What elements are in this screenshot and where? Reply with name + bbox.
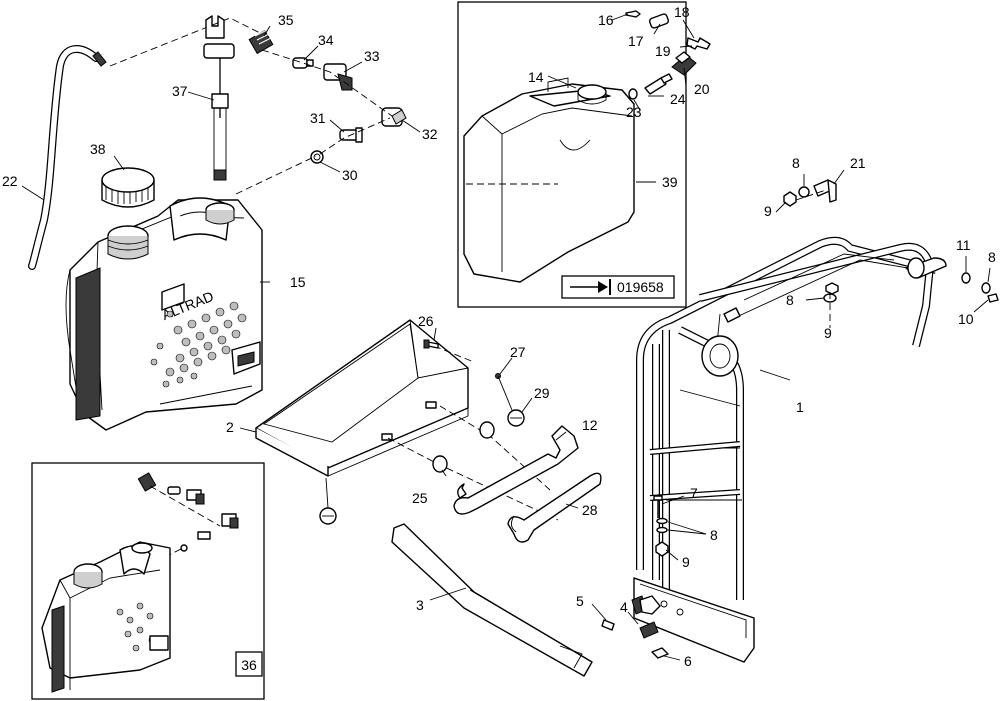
screw-26 (423, 339, 439, 349)
washers-8-lower (656, 517, 668, 534)
inset-36-box: 36 (31, 462, 265, 700)
fitting-17 (648, 13, 670, 29)
level-gauge-37 (203, 15, 235, 181)
callout-1: 1 (796, 399, 804, 415)
callout-29: 29 (534, 385, 550, 401)
inset-tank-39-box: 019658 (457, 1, 711, 308)
callout-34: 34 (318, 32, 334, 48)
callout-9-lower: 9 (682, 554, 690, 570)
callout-31: 31 (310, 110, 326, 126)
callout-38: 38 (90, 141, 106, 157)
frame-1 (631, 236, 947, 663)
callout-5: 5 (576, 593, 584, 609)
pin-29-lower (319, 477, 337, 525)
callout-9-mid: 9 (824, 325, 832, 341)
callout-12: 12 (582, 417, 598, 433)
nut-9-mid (825, 282, 839, 295)
callout-39: 39 (662, 174, 678, 190)
valve-20 (671, 51, 697, 76)
callout-19: 19 (655, 43, 671, 59)
callout-30: 30 (342, 167, 358, 183)
callout-28: 28 (582, 502, 598, 518)
hose-22 (28, 45, 107, 270)
arrow-to-bar-icon (570, 279, 611, 295)
callout-32: 32 (422, 126, 438, 142)
strap-3 (391, 523, 593, 677)
callout-21: 21 (850, 155, 866, 171)
nut-9-top (783, 191, 797, 207)
callout-4: 4 (620, 599, 628, 615)
reference-badge: 019658 (561, 275, 675, 299)
washer-25a (479, 421, 495, 439)
lanyard-27 (495, 373, 513, 411)
callout-8-mid: 8 (786, 292, 794, 308)
nut-9-lower (655, 541, 669, 557)
callout-2: 2 (226, 419, 234, 435)
fitting-31-small (197, 531, 211, 540)
valve-33 (323, 63, 353, 91)
inset-36-label-box: 36 (235, 651, 263, 677)
elbow-4 (639, 595, 661, 639)
inset-36-label: 36 (241, 657, 257, 673)
callout-23: 23 (626, 104, 642, 120)
callout-15: 15 (290, 274, 306, 290)
bolt-10 (987, 293, 999, 303)
callout-37: 37 (172, 83, 188, 99)
pin-29 (507, 409, 525, 427)
callout-16: 16 (598, 12, 614, 28)
callout-33: 33 (364, 48, 380, 64)
callout-11: 11 (956, 237, 971, 253)
fitting-24 (644, 73, 673, 95)
washer-25b (432, 455, 448, 473)
valve-33-small (186, 489, 205, 505)
bolt-7 (653, 495, 663, 518)
callout-3: 3 (416, 597, 424, 613)
callout-9-top: 9 (764, 203, 772, 219)
tank-15: ALTRAD (65, 197, 263, 431)
fitting-34-small (167, 486, 181, 495)
washer-8-right (981, 282, 991, 294)
fitting-21 (813, 179, 837, 203)
fitting-18-19 (686, 37, 711, 50)
callout-22: 22 (2, 173, 18, 189)
callout-25: 25 (412, 490, 428, 506)
tank-36-small (41, 541, 171, 693)
fitting-16 (625, 10, 641, 18)
elbow-32 (381, 107, 407, 127)
callout-24: 24 (670, 91, 686, 107)
washer-11 (961, 272, 971, 284)
callout-7: 7 (690, 485, 698, 501)
tray-2 (255, 319, 469, 477)
callout-17: 17 (628, 33, 644, 49)
callout-35: 35 (278, 12, 294, 28)
callout-10: 10 (958, 311, 974, 327)
callout-18: 18 (674, 4, 690, 20)
callout-27: 27 (510, 344, 526, 360)
washer-23 (628, 88, 638, 100)
callout-6: 6 (684, 653, 692, 669)
wrench-28 (507, 472, 602, 543)
washer-8-top (798, 186, 810, 198)
callout-8-lower: 8 (710, 527, 718, 543)
nut-6 (651, 647, 669, 659)
wrench-12 (453, 425, 579, 515)
callout-8-top: 8 (792, 155, 800, 171)
fitting-32-small (221, 513, 239, 529)
plug-35 (248, 29, 274, 55)
cap-38 (101, 167, 155, 208)
fitting-34 (292, 57, 314, 69)
fitting-35-small (137, 472, 157, 492)
fitting-31 (339, 127, 363, 143)
tank-39 (463, 77, 635, 283)
callout-8-right: 8 (988, 249, 996, 265)
callout-14: 14 (528, 69, 544, 85)
reference-code: 019658 (617, 279, 664, 295)
callout-20: 20 (694, 81, 710, 97)
screw-5 (601, 619, 615, 631)
callout-26: 26 (418, 313, 434, 329)
